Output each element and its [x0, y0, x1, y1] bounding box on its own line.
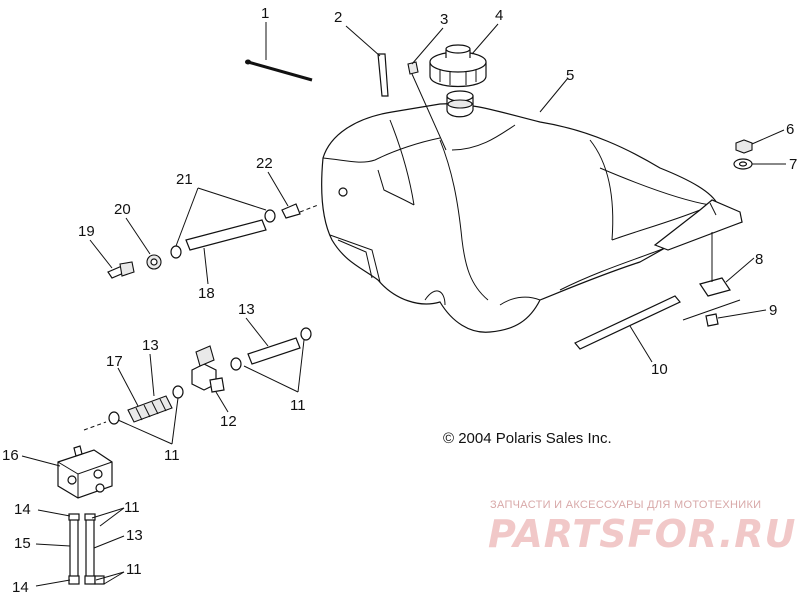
part-2-vent-tube — [377, 53, 389, 97]
copyright-notice: © 2004 Polaris Sales Inc. — [443, 430, 612, 447]
fuel-cap — [429, 44, 487, 88]
callout-21: 21 — [176, 171, 193, 188]
fuel-tank — [321, 90, 743, 333]
part-9-bolt — [682, 299, 741, 327]
part-15-hose-lower — [69, 517, 79, 579]
callout-12: 12 — [220, 413, 237, 430]
callout-11-left: 11 — [164, 447, 180, 464]
callout-11-bottom: 11 — [126, 561, 142, 578]
callout-9: 9 — [769, 302, 777, 319]
callout-6: 6 — [786, 121, 794, 138]
callout-11-middle: 11 — [290, 397, 306, 414]
callout-13-filter: 13 — [142, 337, 159, 354]
part-20-grommet — [146, 254, 162, 270]
part-7-washer — [733, 158, 753, 170]
part-13-hose-lower — [85, 517, 95, 579]
part-19-fitting — [107, 261, 135, 279]
part-10-strip — [574, 295, 681, 350]
part-8-pad — [699, 232, 731, 297]
part-22-fitting — [281, 203, 319, 219]
callout-20: 20 — [114, 201, 131, 218]
watermark-subtitle: ЗАПЧАСТИ И АКСЕССУАРЫ ДЛЯ МОТОТЕХНИКИ — [490, 499, 762, 511]
callout-7: 7 — [789, 156, 797, 173]
callout-14-lower: 14 — [12, 579, 29, 595]
callout-18: 18 — [198, 285, 215, 302]
callout-3: 3 — [440, 11, 448, 28]
part-6-nut — [735, 139, 753, 154]
callout-15: 15 — [14, 535, 31, 552]
callout-17: 17 — [106, 353, 123, 370]
callout-4: 4 — [495, 7, 503, 24]
callout-5: 5 — [566, 67, 574, 84]
part-17-filter — [83, 385, 184, 431]
callout-13-upper: 13 — [238, 301, 255, 318]
part-21-clamp-right — [264, 209, 276, 223]
callout-labels: 1 2 3 4 5 6 7 8 9 10 11 11 11 11 12 13 1… — [2, 5, 797, 595]
callout-14-upper: 14 — [14, 501, 31, 518]
callout-1: 1 — [261, 5, 269, 22]
callout-2: 2 — [334, 9, 342, 26]
part-1-strap — [245, 59, 313, 82]
callout-10: 10 — [651, 361, 668, 378]
callout-16: 16 — [2, 447, 19, 464]
callout-19: 19 — [78, 223, 95, 240]
callout-22: 22 — [256, 155, 273, 172]
watermark-brand: PARTSFOR.RU — [488, 512, 797, 556]
part-14-clamps — [68, 513, 105, 585]
leader-lines — [21, 22, 786, 587]
callout-8: 8 — [755, 251, 763, 268]
part-12-valve — [191, 345, 225, 393]
callout-11-lower: 11 — [124, 499, 140, 516]
part-13-hose-upper — [230, 327, 312, 371]
callout-13-lower: 13 — [126, 527, 143, 544]
part-21-clamp-left — [170, 245, 182, 259]
part-18-hose — [185, 219, 267, 251]
part-16-fuel-pump — [57, 445, 113, 499]
